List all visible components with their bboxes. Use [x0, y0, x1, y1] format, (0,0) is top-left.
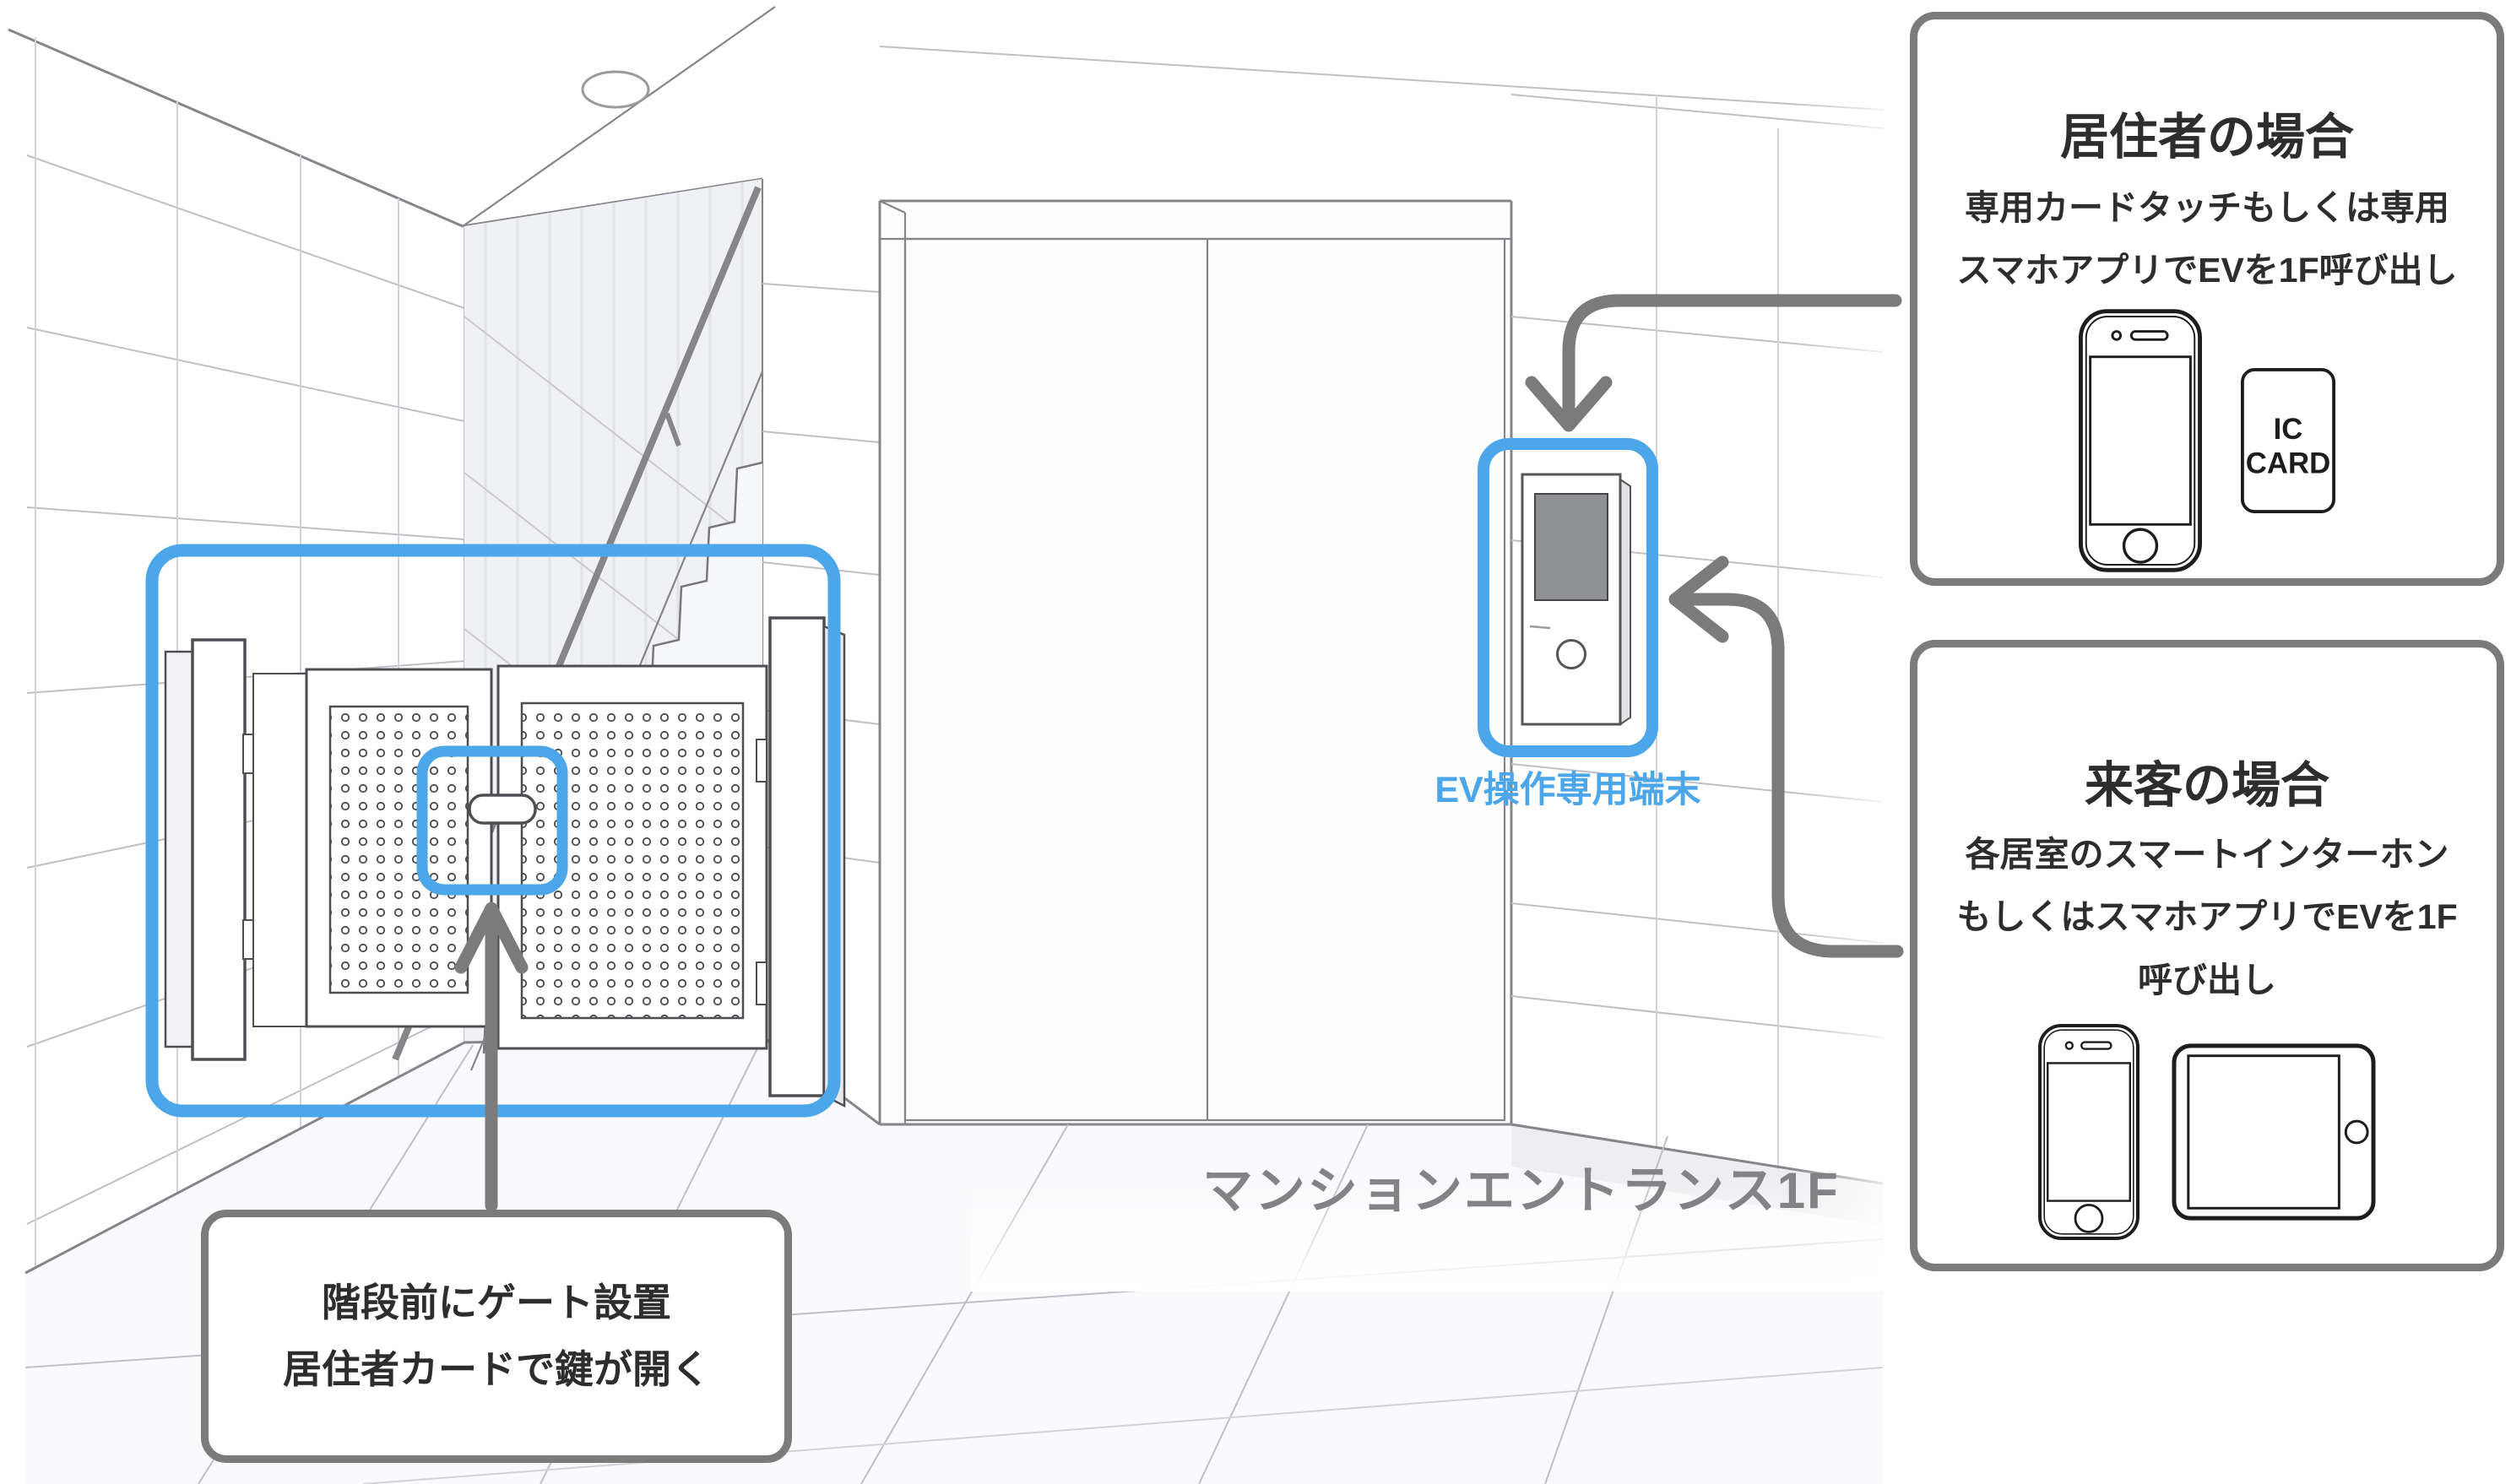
smartphone-icon	[2078, 309, 2202, 572]
resident-body-line2: スマホアプリでEVを1F呼び出し	[1956, 251, 2458, 290]
phone-home-button	[2122, 528, 2158, 564]
terminal-highlight-rect	[1478, 438, 1658, 757]
gate-callout-box: 階段前にゲート設置 居住者カードで鍵が開く	[201, 1210, 792, 1463]
ceiling	[8, 6, 776, 228]
arrow-resident-to-terminal	[1525, 294, 1902, 432]
visitor-callout-box: 来客の場合 各居室のスマートインターホン もしくはスマホアプリでEVを1F 呼び…	[1910, 640, 2504, 1271]
terminal-button	[1556, 639, 1586, 669]
terminal-label: EV操作専用端末	[1434, 770, 1701, 810]
visitor-body-line2: もしくはスマホアプリでEVを1F	[1956, 897, 2458, 937]
tablet-icon	[2172, 1043, 2376, 1221]
arrow-visitor-to-terminal	[1668, 555, 1904, 958]
gate-right-post	[768, 616, 826, 1097]
arrowhead-left	[1668, 555, 1729, 643]
resident-title: 居住者の場合	[2059, 110, 2354, 165]
tablet-screen	[2187, 1053, 2340, 1210]
arrow-gatebox-to-handle	[454, 902, 529, 1212]
arrowhead-down	[1525, 376, 1613, 432]
floor-label: マンションエントランス1F	[1202, 1162, 1840, 1219]
phone-screen	[2047, 1061, 2131, 1202]
ceiling-light	[581, 70, 650, 109]
ic-card-label-line1: IC	[2273, 414, 2302, 446]
security-gate	[164, 616, 846, 1108]
ic-card-label-line2: CARD	[2245, 448, 2329, 480]
terminal-screen	[1534, 493, 1608, 601]
phone-speaker	[2129, 330, 2169, 341]
gate-handle	[468, 793, 537, 825]
elevator	[878, 46, 1884, 1126]
handle-highlight-rect	[416, 745, 568, 896]
visitor-body-line3: 呼び出し	[2138, 961, 2276, 1000]
gate-body-line2: 居住者カードで鍵が開く	[283, 1347, 710, 1391]
ev-terminal	[1521, 473, 1631, 726]
smartphone-icon	[2038, 1023, 2140, 1240]
phone-screen	[2088, 355, 2192, 526]
tablet-home-button	[2344, 1119, 2369, 1145]
phone-home-button	[2074, 1203, 2104, 1233]
resident-body-line1: 専用カードタッチもしくは専用	[1965, 187, 2449, 227]
arrowhead-up	[454, 902, 529, 974]
resident-callout-box: 居住者の場合 専用カードタッチもしくは専用 スマホアプリでEVを1F呼び出し I…	[1910, 12, 2504, 586]
gate-left-post	[191, 638, 247, 1061]
ic-card-icon: IC CARD	[2240, 368, 2335, 513]
phone-camera	[2064, 1041, 2074, 1050]
phone-camera	[2110, 330, 2122, 341]
visitor-body-line1: 各居室のスマートインターホン	[1965, 834, 2449, 874]
phone-speaker	[2080, 1041, 2112, 1050]
gate-body-line1: 階段前にゲート設置	[322, 1280, 671, 1324]
visitor-title: 来客の場合	[2084, 758, 2329, 813]
